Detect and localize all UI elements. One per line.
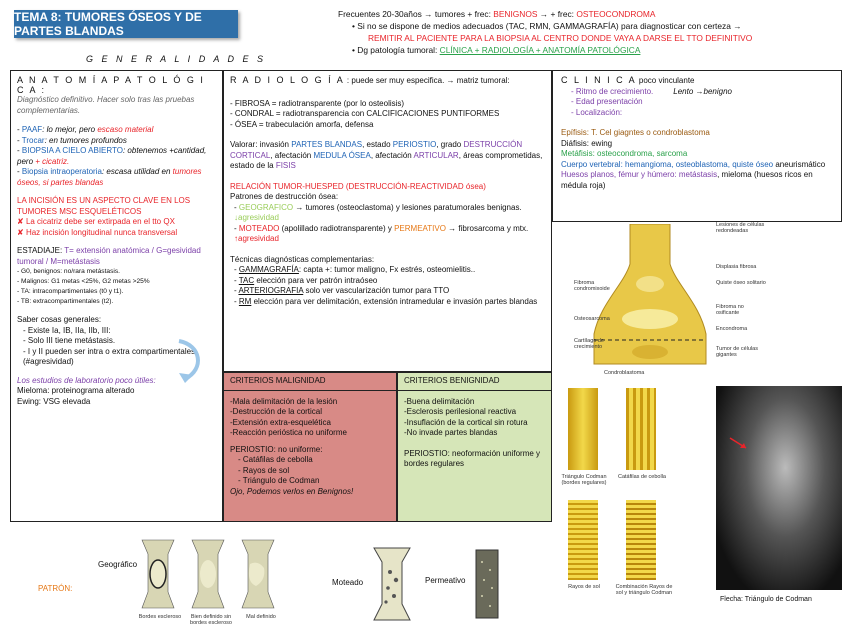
patrones-heading: Patrones de destrucción ósea: [230,192,339,201]
benignidad-header: CRITERIOS BENIGNIDAD [398,373,551,391]
anatomia-intro: Diagnóstico definitivo. Hacer solo tras … [17,95,195,115]
clinica-list: - Ritmo de crecimiento.Lento →benigno - … [571,86,732,117]
bone-label: Displasia fibrosa [716,264,757,270]
bone-label: Encondroma [716,326,748,332]
patron-geografico: Geográfico [98,560,138,569]
check-item: ✘ Haz incisión longitudinal nunca transv… [17,227,178,237]
epifisis: Epífisis: T. Cel giagntes o condroblasto… [561,128,710,137]
bone-location-diagram [593,224,707,365]
incision-note: LA INCISIÓN ES UN ASPECTO CLAVE EN LOS T… [17,196,191,216]
patron-caption: Bordes escleroso [138,614,182,620]
top-notes: Frecuentes 20-30años → tumores + frec: B… [338,8,843,56]
biopsy-con: escaso material [97,125,154,134]
note-text: Dg patología tumoral: [357,45,440,55]
benignidad-box: CRITERIOS BENIGNIDAD -Buena delimitación… [397,372,552,522]
patron-label: PATRÓN: [38,584,73,593]
saber-list: - Existe Ia, IB, IIa, IIb, III: - Solo I… [23,325,196,367]
radiologia-header: R A D I O L O G Í A [230,75,345,85]
bone-label: Fibroma condromixoide [574,280,610,292]
biopsy-type: Trocar [21,135,45,145]
page-title: TEMA 8: TUMORES ÓSEOS Y DE PARTES BLANDA… [14,10,238,38]
lab-item: Mieloma: proteinograma alterado [17,386,135,395]
periosteal-image-combo [626,500,656,580]
anatomia-header: A N A T O M Í A P A T O L Ó G I C A : [17,75,205,95]
estadiaje: ESTADIAJE: T= extensión anatómica / G=ge… [17,246,201,266]
patron-permeativo: Permeativo [425,576,466,585]
bone-label: Tumor de células gigantes [716,346,758,358]
benignidad-list: -Buena delimitación -Esclerosis perilesi… [404,396,541,469]
tecnicas-heading: Técnicas diagnósticas complementarias: [230,254,375,264]
relacion-heading: RELACIÓN TUMOR-HUESPED (DESTRUCCIÓN-REAC… [230,181,486,191]
clinica-subtitle: poco vinculante [636,76,695,85]
note-text: REMITIR AL PACIENTE PARA LA BIOPSIA AL C… [368,33,753,43]
moteado-item: - MOTEADO (apolillado radiotransparente)… [234,223,529,244]
columna: Cuerpo vertebral: hemangioma, osteoblast… [561,159,826,169]
saber-heading: Saber cosas generales: [17,315,102,324]
biopsy-desc: : lo mejor, pero [42,125,98,134]
curved-arrow-icon [178,339,200,383]
periosteal-image-cebolla [626,388,656,470]
note-text: CLÍNICA + RADIOLOGÍA + ANATOMÍA PATOLÓGI… [439,45,641,55]
valorar-text: Valorar: invasión PARTES BLANDAS, estado… [230,140,543,170]
bone-label: Cartílago de crecimiento [574,338,604,350]
biopsy-desc: : en tumores profundos [44,135,127,145]
bone-pattern-permeativo [475,549,499,619]
radiologia-subtitle: : puede ser muy especifica. → matriz tum… [344,76,510,85]
periosteal-image-codman [568,388,598,470]
periosteal-caption: Catáfilas de cebolla [617,474,666,480]
bone-label: Lesiones de células redondeadas [716,222,765,234]
diafisis: Diáfisis: ewing [561,138,613,148]
malignidad-header: CRITERIOS MALIGNIDAD [224,373,396,391]
huesos: Huesos planos, fémur y húmero: metástasi… [561,170,813,190]
lab-heading: Los estudios de laboratorio poco útiles: [17,375,156,385]
tecnicas-list: - GAMMAGRAFÍA: capta +: tumor maligno, F… [234,265,538,306]
bone-label: Osteosarcoma [574,316,610,322]
bone-label: Fibroma no osificante [716,304,744,316]
biopsy-type: PAAF [21,125,43,134]
bone-label: Condroblastoma [604,370,645,376]
note-text: BENIGNOS [493,9,538,19]
check-item: ✘ La cicatriz debe ser extirpada en el t… [17,217,175,226]
biopsy-con: + cicatriz. [35,156,70,166]
note-text: OSTEOCONDROMA [576,9,656,19]
metafisis: Metáfisis: osteocondroma, sarcoma [561,149,688,158]
generalidades-heading: G E N E R A L I D A D E S [86,54,267,64]
patron-moteado: Moteado [332,578,364,587]
biopsy-list: - PAAF: lo mejor, pero escaso material -… [17,125,207,187]
clinica-header: C L I N I C A [561,75,637,85]
periosteal-caption: Rayos de sol [568,584,600,590]
periosteal-image-rayos [568,500,598,580]
xray-image [716,386,842,590]
bone-pattern-moteado [373,547,411,621]
bone-label: Quiste óseo solitario [716,280,766,286]
anatomia-box: A N A T O M Í A P A T O L Ó G I C A : Di… [10,70,223,522]
geo-item: - GEOGRAFICO → tumores (osteoclastoma) y… [234,202,522,223]
note-text: → + frec: [537,9,577,19]
matriz-list: - FIBROSA = radiotransparente (por lo os… [230,98,500,129]
periosteal-caption: Triángulo Codman (bordes regulares) [561,474,607,486]
malignidad-list: -Mala delimitación de la lesión -Destruc… [230,396,354,496]
xray-caption: Flecha: Triángulo de Codman [720,596,812,603]
biopsy-con: tumores óseos, si partes blandas [17,167,202,187]
patron-caption: Bien definido sin bordes escleroso [190,614,232,626]
malignidad-box: CRITERIOS MALIGNIDAD -Mala delimitación … [223,372,397,522]
lab-item: Ewing: VSG elevada [17,396,91,406]
note-text: Si no se dispone de medios adecuados (TA… [357,21,742,31]
biopsy-desc: : escasa utilidad en [101,167,173,176]
note-text: Frecuentes 20-30años → tumores + frec: [338,9,494,19]
periosteal-caption: Combinación Rayos de sol y triángulo Cod… [615,584,673,596]
estadiaje-list: - G0, benignos: no/rara metástasis. - Ma… [17,268,150,305]
radiologia-box: R A D I O L O G Í A : puede ser muy espe… [223,70,552,372]
biopsy-type: BIOPSIA A CIELO ABIERTO [21,146,123,155]
clinica-box: C L I N I C A poco vinculante - Ritmo de… [552,70,842,222]
biopsy-type: Biopsia intraoperatoria [21,167,102,176]
biopsy-desc: : obtenemos +cantidad, pero [17,146,207,166]
patron-caption: Mal definido [246,614,276,620]
bone-patterns-geografico [141,539,275,609]
